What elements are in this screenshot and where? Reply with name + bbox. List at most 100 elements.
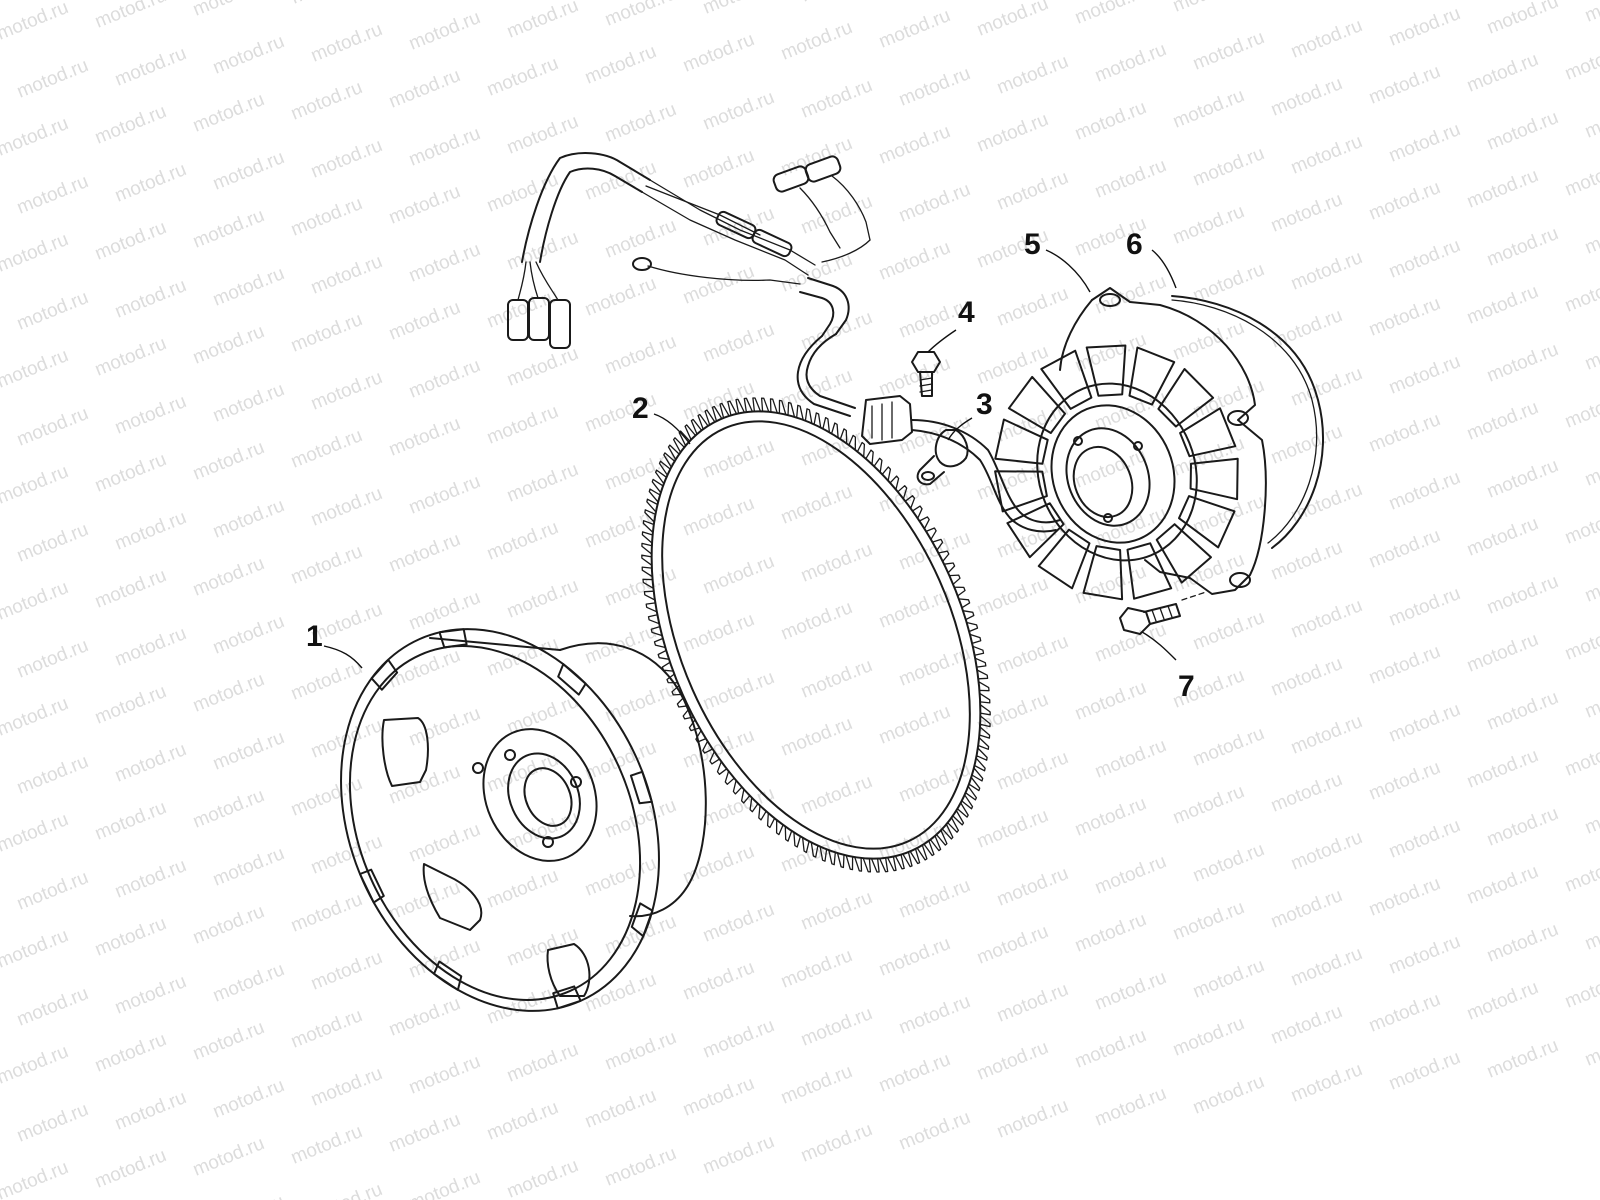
watermark-text: motod.ru [1072,329,1149,377]
watermark-text: motod.ru [1464,861,1541,909]
watermark-text: motod.ru [112,855,189,903]
flywheel-icon [340,628,707,1012]
watermark-text: motod.ru [582,737,659,785]
watermark-text: motod.ru [190,785,267,833]
watermark-text: motod.ru [92,1145,169,1193]
watermark-text: motod.ru [1582,327,1600,375]
watermark-text: motod.ru [994,51,1071,99]
watermark-text: motod.ru [210,1191,287,1200]
watermark-text: motod.ru [582,157,659,205]
watermark-text: motod.ru [288,309,365,357]
watermark-text: motod.ru [210,959,287,1007]
watermark-text: motod.ru [876,585,953,633]
watermark-text: motod.ru [1464,281,1541,329]
watermark-text: motod.ru [1366,525,1443,573]
watermark-text: motod.ru [406,123,483,171]
watermark-text: motod.ru [1386,1047,1463,1095]
watermark-text: motod.ru [778,945,855,993]
watermark-text: motod.ru [1464,513,1541,561]
watermark-text: motod.ru [994,863,1071,911]
watermark-text: motod.ru [700,87,777,135]
watermark-text: motod.ru [288,425,365,473]
watermark-text: motod.ru [210,843,287,891]
watermark-text: motod.ru [484,517,561,565]
flywheel-tab [629,770,653,805]
watermark-text: motod.ru [1366,293,1443,341]
callout-3: 3 [976,388,993,421]
watermark-text: motod.ru [798,771,875,819]
watermark-text: motod.ru [0,925,71,973]
watermark-text: motod.ru [386,993,463,1041]
watermark-text: motod.ru [0,229,71,277]
watermark-text: motod.ru [680,29,757,77]
stator-pole [1007,375,1066,434]
watermark-text: motod.ru [994,1095,1071,1143]
watermark-text: motod.ru [308,831,385,879]
watermark-text: motod.ru [406,471,483,519]
watermark-text: motod.ru [1386,351,1463,399]
flywheel-tab [359,868,385,904]
watermark-text: motod.ru [14,1099,91,1147]
watermark-text: motod.ru [14,403,91,451]
watermark-text: motod.ru [1170,0,1247,17]
watermark-text: motod.ru [386,65,463,113]
watermark-text: motod.ru [1484,571,1561,619]
watermark-text: motod.ru [1288,1059,1365,1107]
watermark-text: motod.ru [1484,1035,1561,1083]
watermark-text: motod.ru [680,145,757,193]
watermark-text: motod.ru [112,391,189,439]
watermark-text: motod.ru [92,797,169,845]
watermark-text: motod.ru [288,773,365,821]
watermark-text: motod.ru [700,1015,777,1063]
flywheel-tab [630,902,654,938]
stator-pole [1040,349,1093,410]
watermark-text: motod.ru [1582,907,1600,955]
watermark-text: motod.ru [974,573,1051,621]
watermark-text: motod.ru [994,979,1071,1027]
watermark-text: motod.ru [0,345,71,393]
watermark-text: motod.ru [1562,269,1600,317]
watermark-text: motod.ru [112,159,189,207]
watermark-text: motod.ru [1366,989,1443,1037]
watermark-text: motod.ru [1170,201,1247,249]
watermark-text: motod.ru [798,539,875,587]
ring-gear-icon [641,397,991,873]
watermark-text: motod.ru [1464,977,1541,1025]
watermark-text: motod.ru [778,713,855,761]
watermark-text: motod.ru [798,1003,875,1051]
watermark-text: motod.ru [1484,0,1561,39]
watermark-text: motod.ru [1268,537,1345,585]
watermark-text: motod.ru [778,597,855,645]
watermark-text: motod.ru [974,805,1051,853]
watermark-text: motod.ru [582,41,659,89]
watermark-text: motod.ru [112,971,189,1019]
stator-pole [1128,346,1176,406]
flywheel-tab [557,663,587,696]
watermark-text: motod.ru [582,505,659,553]
watermark-text: motod.ru [582,1085,659,1133]
watermark-text: motod.ru [190,669,267,717]
watermark-text: motod.ru [582,273,659,321]
watermark-text: motod.ru [504,575,581,623]
watermark-text: motod.ru [778,481,855,529]
watermark-text: motod.ru [14,519,91,567]
watermark-text: motod.ru [1582,559,1600,607]
watermark-text: motod.ru [1366,177,1443,225]
watermark-text: motod.ru [1072,97,1149,145]
watermark-text: motod.ru [798,0,875,7]
watermark-text: motod.ru [1288,711,1365,759]
watermark-text: motod.ru [0,113,71,161]
watermark-text: motod.ru [1484,687,1561,735]
watermark-text: motod.ru [1092,851,1169,899]
watermark-text: motod.ru [1562,965,1600,1013]
watermark-text: motod.ru [190,901,267,949]
watermark-text: motod.ru [1170,1013,1247,1061]
watermark-text: motod.ru [406,239,483,287]
watermark-text: motod.ru [700,319,777,367]
watermark-text: motod.ru [1582,0,1600,27]
watermark-text: motod.ru [1288,247,1365,295]
watermark-text: motod.ru [1386,3,1463,51]
watermark-text: motod.ru [1386,583,1463,631]
